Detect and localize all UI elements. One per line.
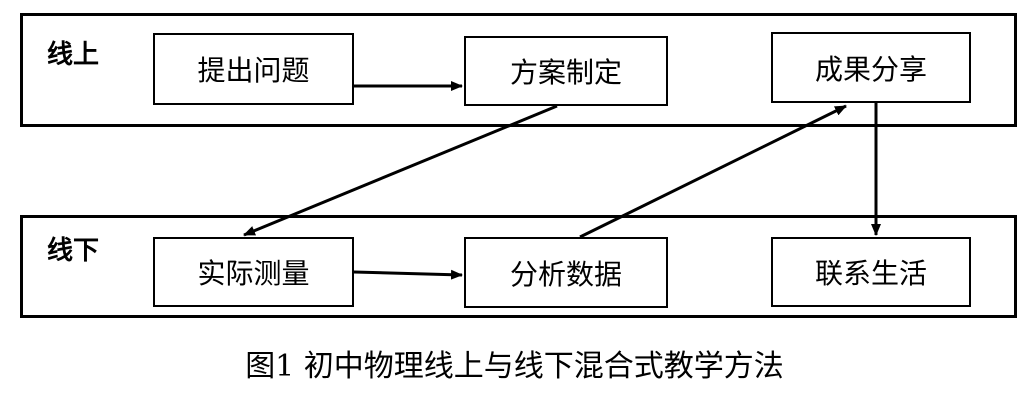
node-share-results-label: 成果分享 bbox=[814, 52, 927, 86]
node-connect-life: 联系生活 bbox=[771, 237, 971, 307]
node-plan-design: 方案制定 bbox=[464, 36, 668, 106]
node-actual-measurement: 实际测量 bbox=[153, 237, 354, 307]
online-band-label: 线上 bbox=[47, 40, 100, 70]
node-raise-question-label: 提出问题 bbox=[197, 54, 310, 87]
node-share-results: 成果分享 bbox=[771, 32, 971, 103]
node-analyze-data-label: 分析数据 bbox=[509, 257, 622, 291]
node-analyze-data: 分析数据 bbox=[464, 237, 668, 308]
figure-caption: 图1 初中物理线上与线下混合式教学方法 bbox=[245, 349, 784, 384]
node-connect-life-label: 联系生活 bbox=[814, 257, 927, 290]
offline-band-label: 线下 bbox=[47, 236, 100, 266]
node-actual-measurement-label: 实际测量 bbox=[197, 257, 310, 290]
node-raise-question: 提出问题 bbox=[153, 33, 354, 105]
node-plan-design-label: 方案制定 bbox=[509, 56, 622, 89]
